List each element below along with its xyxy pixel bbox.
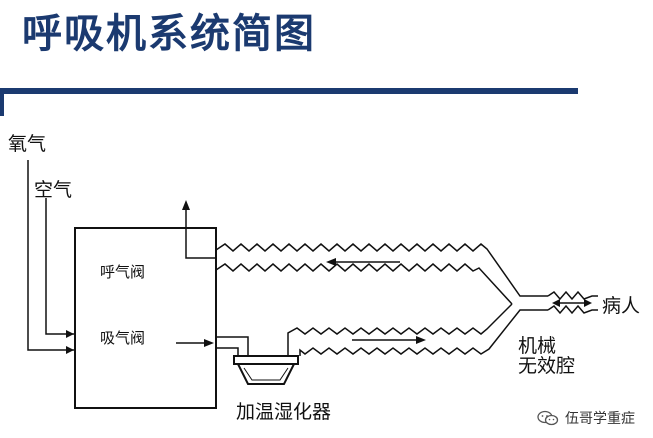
expiratory-flow-arrowhead bbox=[326, 258, 336, 266]
title-underline bbox=[0, 88, 578, 94]
oxygen-arrowhead bbox=[66, 346, 74, 354]
dead-space-segment bbox=[547, 290, 598, 315]
page-title: 呼吸机系统简图 bbox=[22, 11, 316, 57]
dead-space-label-line1: 机械 bbox=[518, 335, 557, 357]
inhale-arrowhead bbox=[204, 339, 214, 347]
exhale-valve-label: 呼气阀 bbox=[100, 263, 146, 281]
dead-space-arrowhead-right bbox=[584, 299, 592, 307]
patient-label: 病人 bbox=[602, 295, 641, 317]
air-label: 空气 bbox=[34, 179, 73, 201]
expiratory-tube bbox=[215, 243, 548, 305]
humidifier-label: 加温湿化器 bbox=[236, 401, 332, 423]
exhaust-outlet bbox=[185, 208, 216, 259]
ventilator-body bbox=[74, 227, 217, 409]
air-arrowhead bbox=[66, 330, 74, 338]
watermark-text: 伍哥学重症 bbox=[565, 411, 635, 427]
dead-space-label-line2: 无效腔 bbox=[518, 355, 576, 377]
watermark: 伍哥学重症 bbox=[537, 408, 635, 428]
oxygen-label: 氧气 bbox=[8, 133, 47, 155]
humidifier-device bbox=[233, 355, 299, 385]
inspiratory-flow-arrowhead bbox=[416, 336, 426, 344]
inspiratory-tube bbox=[216, 303, 548, 356]
exhaust-arrowhead bbox=[182, 200, 190, 210]
title-tick bbox=[0, 94, 4, 116]
dead-space-arrowhead-left bbox=[552, 299, 560, 307]
wechat-icon bbox=[537, 410, 559, 426]
inhale-valve-label: 吸气阀 bbox=[100, 329, 146, 347]
oxygen-line bbox=[27, 160, 74, 351]
air-line bbox=[45, 198, 74, 335]
